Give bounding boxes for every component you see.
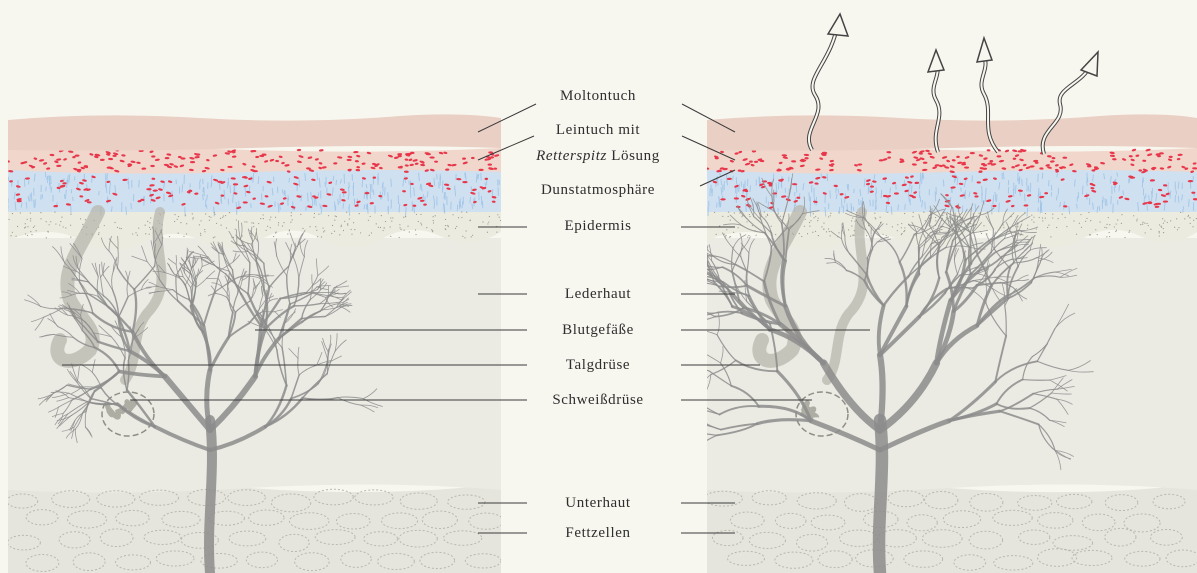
label-leintuch-line2: Retterspitz Lösung [498,146,698,166]
label-lederhaut: Lederhaut [498,284,698,304]
moltontuch-layer [707,114,1197,150]
label-fettzellen: Fettzellen [498,523,698,543]
label-schweissdruese: Schweißdrüse [498,390,698,410]
label-talgdruese: Talgdrüse [498,355,698,375]
right-panel [667,114,1197,573]
label-unterhaut: Unterhaut [498,493,698,513]
subcutis-layer [8,483,501,573]
label-dunstatmosphaere: Dunstatmosphäre [498,180,698,200]
label-leintuch-line1: Leintuch mit [498,120,698,140]
left-panel [6,114,503,573]
label-moltontuch: Moltontuch [498,86,698,106]
moltontuch-layer [8,114,501,150]
label-epidermis: Epidermis [498,216,698,236]
label-retterspitz: Retterspitz [536,148,607,164]
label-loesung: Lösung [607,148,660,164]
label-blutgefaesse: Blutgefäße [498,320,698,340]
vapor-layer [8,170,501,212]
